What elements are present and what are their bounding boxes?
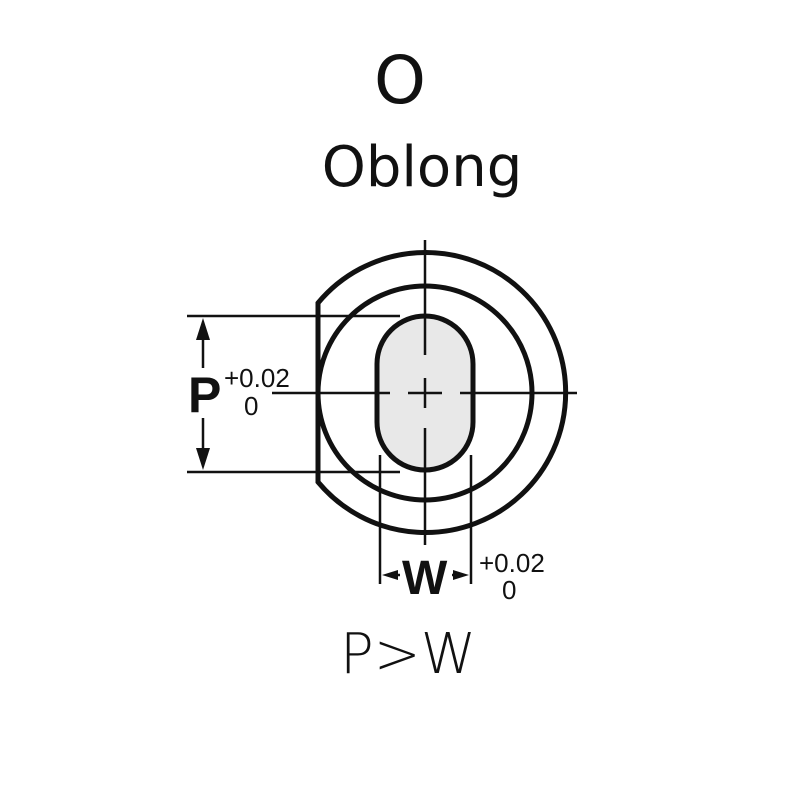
w-arrow-left-icon bbox=[382, 570, 398, 580]
w-tolerance-lower: 0 bbox=[502, 575, 516, 605]
p-label: P bbox=[188, 367, 221, 423]
outer-flatted-circle bbox=[315, 250, 569, 535]
p-tolerance-lower: 0 bbox=[244, 391, 258, 421]
shape-name: Oblong bbox=[321, 135, 523, 200]
p-arrow-down-icon bbox=[196, 448, 210, 470]
w-arrow-right-icon bbox=[453, 570, 469, 580]
w-label: W bbox=[402, 552, 448, 605]
shape-code: O bbox=[374, 42, 426, 119]
center-lines bbox=[272, 240, 577, 545]
p-tolerance-upper: +0.02 bbox=[224, 363, 290, 393]
p-dimension bbox=[187, 314, 400, 474]
p-arrow-up-icon bbox=[196, 318, 210, 340]
w-tolerance-upper: +0.02 bbox=[479, 548, 545, 578]
dimension-formula: P>W bbox=[340, 622, 477, 687]
